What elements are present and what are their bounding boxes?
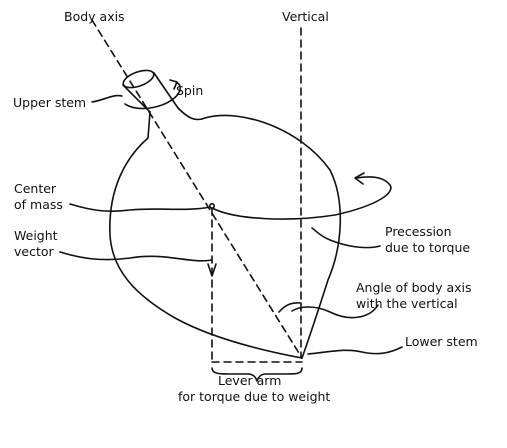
label-lower-stem: Lower stem — [405, 334, 478, 349]
leader-center-of-mass — [69, 203, 211, 212]
label-center-of-mass-line2: of mass — [14, 197, 63, 212]
upper-stem-top — [122, 69, 155, 89]
spin-arrowhead — [169, 79, 178, 90]
label-body-axis: Body axis — [64, 9, 125, 24]
precession-arrowhead — [354, 172, 365, 185]
upper-stem — [122, 72, 179, 113]
top-body-outline — [109, 107, 342, 359]
leader-precession — [311, 227, 381, 249]
body-axis-line — [91, 19, 303, 359]
label-weight-vector-line2: vector — [14, 244, 55, 259]
label-precession-line1: Precession — [385, 224, 452, 239]
leader-lower-stem — [307, 346, 403, 355]
label-center-of-mass-line1: Center — [14, 181, 57, 196]
label-weight-vector-line1: Weight — [14, 228, 58, 243]
label-lever-arm-line1: Lever arm — [218, 373, 281, 388]
spin-arrow — [124, 81, 181, 110]
leader-angle — [291, 304, 379, 319]
label-angle-line2: with the vertical — [356, 296, 458, 311]
weight-vector-arrowhead — [207, 263, 217, 277]
leader-upper-stem — [91, 94, 123, 103]
label-lever-arm-line2: for torque due to weight — [178, 389, 330, 404]
label-spin: Spin — [176, 83, 203, 98]
angle-arc — [278, 301, 302, 313]
label-precession-line2: due to torque — [385, 240, 470, 255]
label-angle-line1: Angle of body axis — [356, 280, 472, 295]
precession-arc — [211, 176, 392, 220]
lever-arm-brace — [211, 367, 303, 382]
label-vertical: Vertical — [282, 9, 329, 24]
label-upper-stem: Upper stem — [13, 95, 86, 110]
leader-weight-vector — [59, 251, 213, 262]
